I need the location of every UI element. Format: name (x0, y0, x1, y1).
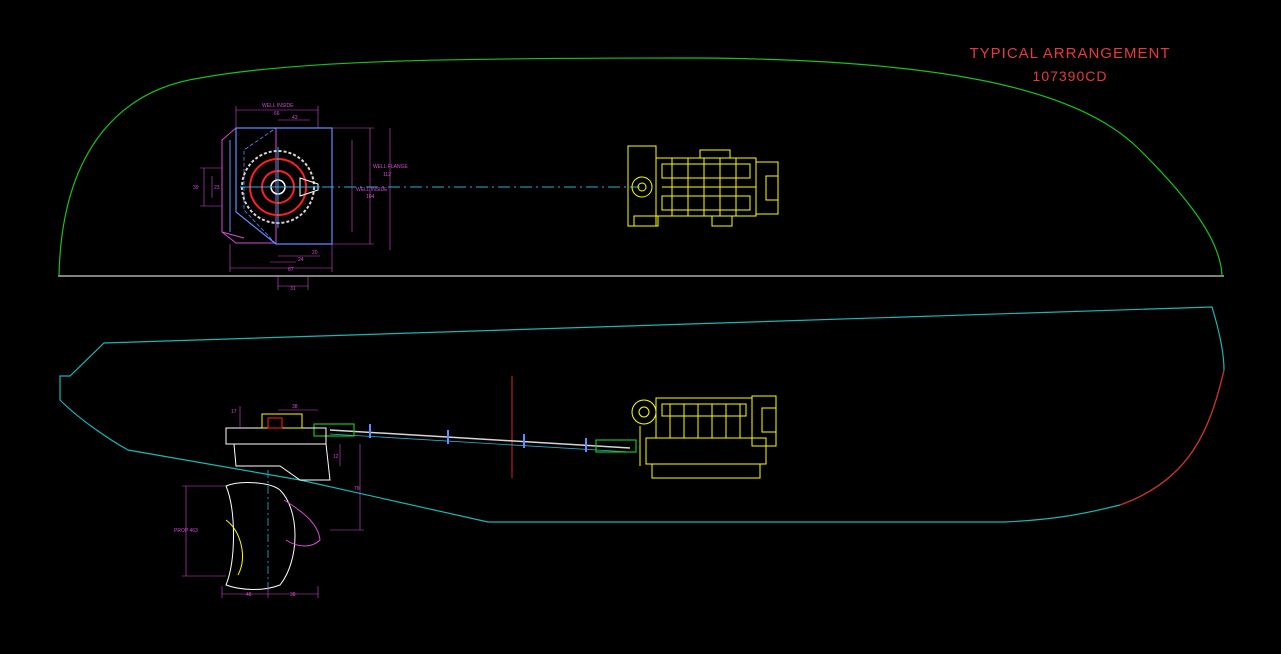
dim-well-inside-right-label: WELL INSIDE (356, 187, 388, 193)
engine-profile[interactable] (631, 395, 777, 479)
plan-view: WELL INSIDE 66 43 WELL FLANGE 112 WELL I… (58, 57, 1224, 292)
dim-profile-left-a: 17 (231, 409, 237, 415)
drawing-title: TYPICAL ARRANGEMENT (969, 45, 1171, 62)
engine-plan[interactable] (627, 145, 779, 227)
dim-profile-right-b: 79 (354, 486, 360, 492)
dim-well-inside-label: WELL INSIDE (262, 103, 294, 109)
hull-plan-outline (58, 57, 1223, 276)
dim-left-b: 23 (214, 185, 220, 191)
dim-well-inside-right-value: 104 (366, 194, 375, 200)
drawing-number: 107390CD (1032, 68, 1108, 84)
dim-well-inside-value: 66 (274, 111, 280, 117)
profile-view: 38 17 12 79 PROP 463 48 38 (59, 306, 1225, 598)
dim-left-a: 39 (193, 185, 199, 191)
dim-bottom-d: 31 (290, 286, 296, 292)
dim-profile-top-a: 38 (292, 404, 298, 410)
dim-well-flange-label: WELL FLANGE (373, 164, 408, 170)
drive-shaft[interactable] (313, 423, 637, 453)
dim-profile-right-a: 12 (333, 454, 339, 460)
hull-profile-outline (59, 306, 1225, 523)
dim-bottom-a: 24 (298, 257, 304, 263)
thruster-well-plan[interactable] (221, 127, 333, 245)
dim-bottom-c: 67 (288, 267, 294, 273)
profile-dimensions: 38 17 12 79 PROP 463 48 38 (174, 404, 364, 598)
dim-well-flange-value: 112 (383, 172, 391, 178)
dim-top-small: 43 (292, 115, 298, 121)
plan-dimensions: WELL INSIDE 66 43 WELL FLANGE 112 WELL I… (193, 103, 408, 292)
dim-bottom-b: 20 (312, 250, 318, 256)
dim-profile-bottom-a: 48 (246, 592, 252, 598)
thruster-profile[interactable] (225, 413, 331, 590)
dim-profile-bottom-b: 38 (290, 592, 296, 598)
dim-prop-label: PROP 463 (174, 528, 198, 534)
hull-stem-section (1119, 369, 1225, 506)
